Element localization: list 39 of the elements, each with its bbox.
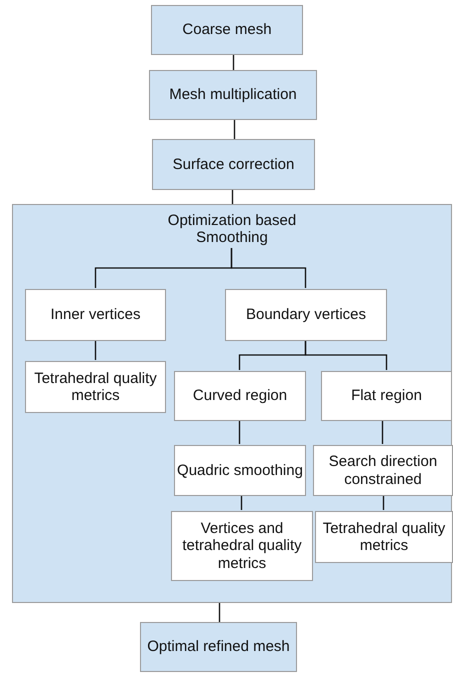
step-label: Curved region [192,387,288,405]
process-box [140,622,297,672]
step-label: Coarse mesh [182,21,272,39]
connector-line [240,495,242,510]
connector-line [382,420,384,444]
step-label: Search direction constrained [328,453,438,488]
connector-line [232,190,234,204]
step-label: Surface correction [172,156,294,174]
process-box [25,361,166,413]
step-label: Inner vertices [50,306,141,324]
connector-line [234,120,236,139]
process-box [174,445,306,496]
step-label: Flat region [351,387,422,405]
process-box [315,511,453,563]
process-box [321,371,452,421]
process-box [152,139,315,190]
connector-line [232,55,234,70]
step-label: Vertices and tetrahedral quality metrics [181,520,303,572]
step-label: Quadric smoothing [177,462,303,480]
step-label: Tetrahedral quality metrics [33,370,158,404]
connector-line [382,495,384,510]
connector-line [238,420,240,444]
connector-line [304,340,388,370]
connector-line [230,248,306,288]
step-label: Optimal refined mesh [147,638,290,656]
group-heading: Optimization based Smoothing [166,212,298,246]
step-label: Tetrahedral quality metrics [322,520,446,554]
process-box [151,5,303,55]
connector-line [94,340,96,360]
group-panel [12,204,452,603]
process-box [313,445,453,496]
process-box [174,371,306,421]
process-box [171,511,313,581]
process-box [25,289,166,341]
step-label: Mesh multiplication [169,86,297,104]
step-label: Boundary vertices [246,306,366,324]
connector-line [218,603,220,622]
process-box [225,289,387,341]
process-box [149,70,317,120]
